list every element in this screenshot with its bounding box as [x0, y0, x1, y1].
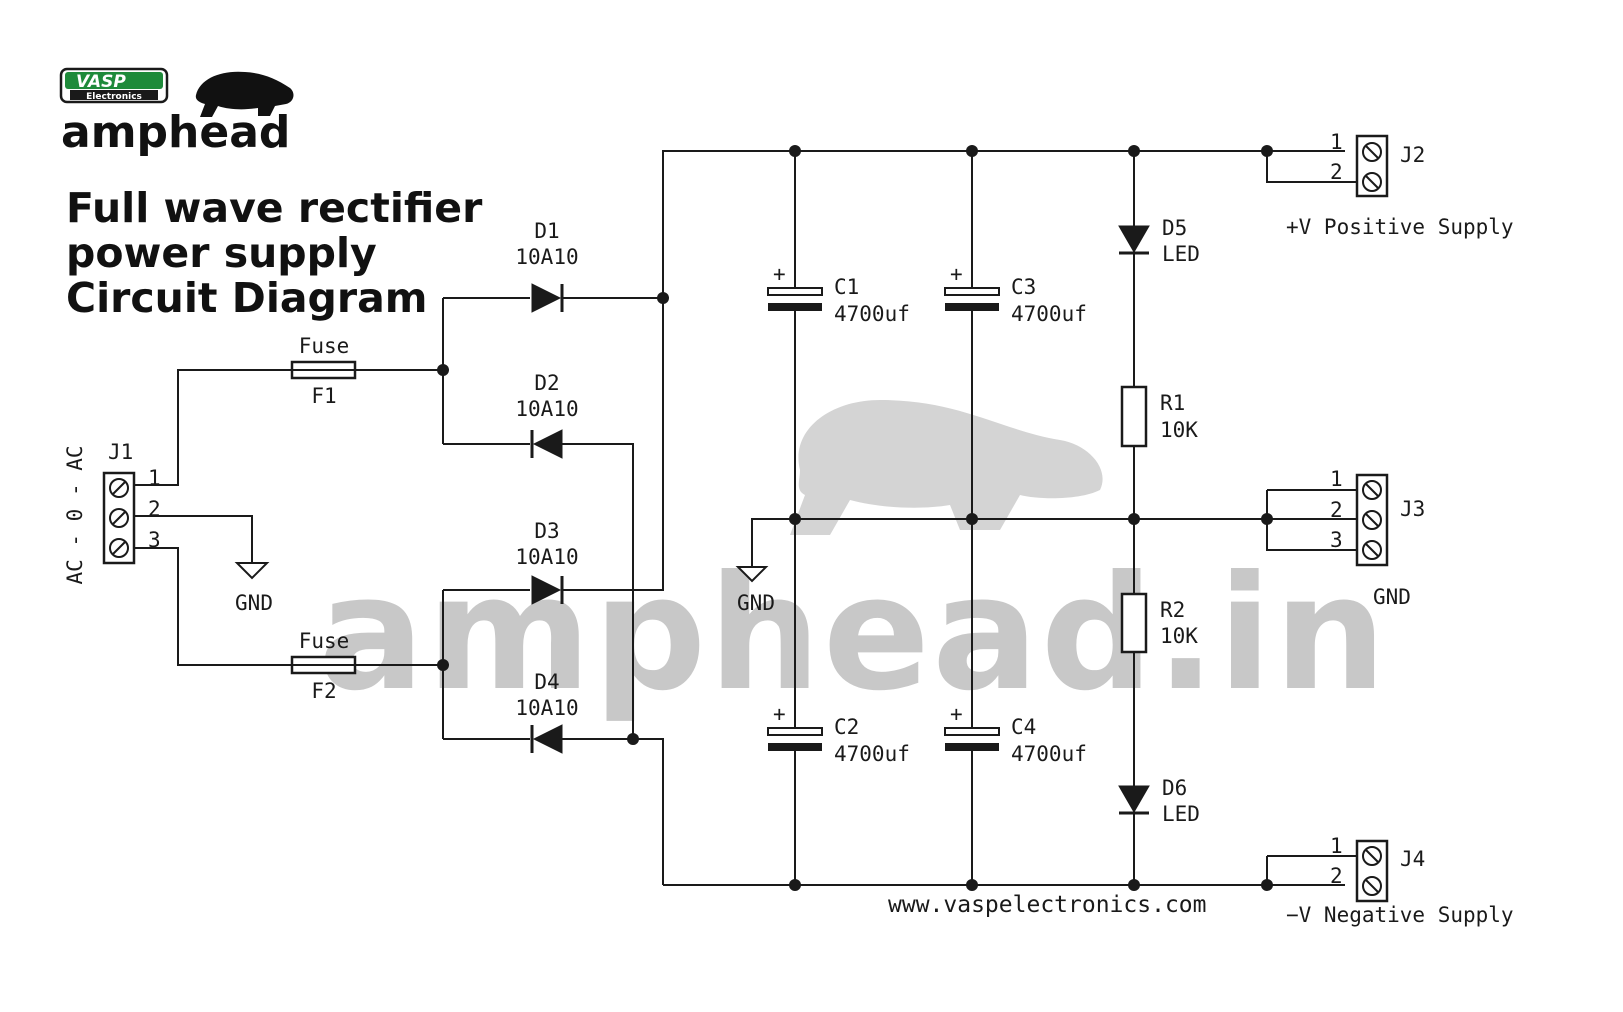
page-title: Full wave rectifier power supply Circuit…	[66, 184, 483, 322]
ground-symbol-left: GND	[234, 562, 273, 615]
diode-d4-ref: D4	[534, 670, 559, 694]
diode-d2-value: 10A10	[515, 397, 578, 421]
diode-d3: D3 10A10	[515, 519, 579, 605]
brand-text: amphead	[61, 107, 290, 158]
connector-j2: 1 2 J2 +V Positive Supply	[1286, 130, 1514, 239]
diode-d1-value: 10A10	[515, 245, 578, 269]
vasp-text: VASP	[76, 72, 126, 92]
resistor-r2-value: 10K	[1160, 624, 1198, 648]
j2-desc: +V Positive Supply	[1286, 215, 1514, 239]
website-url: www.vaspelectronics.com	[888, 892, 1207, 918]
j3-ref: J3	[1400, 497, 1425, 521]
screw-terminal-icon	[1362, 480, 1382, 560]
led-d5: D5 LED	[1118, 216, 1200, 266]
resistor-r1-value: 10K	[1160, 418, 1198, 442]
j4-pin1: 1	[1330, 834, 1343, 858]
diode-d1-ref: D1	[534, 219, 559, 243]
capacitor-c1-value: 4700uf	[834, 302, 910, 326]
j4-pin2: 2	[1330, 864, 1343, 888]
j2-pin2: 2	[1330, 160, 1343, 184]
title-line-2: power supply	[66, 229, 377, 277]
resistor-r2: R2 10K	[1120, 592, 1198, 654]
diode-d4-value: 10A10	[515, 696, 578, 720]
resistor-r2-ref: R2	[1160, 598, 1185, 622]
capacitor-c2-polarity: +	[773, 702, 786, 726]
screw-terminal-icon	[1362, 846, 1382, 896]
screw-terminal-icon	[1362, 142, 1382, 192]
capacitor-c3-polarity: +	[950, 262, 963, 286]
diode-d3-ref: D3	[534, 519, 559, 543]
capacitor-c3-ref: C3	[1011, 275, 1036, 299]
j2-ref: J2	[1400, 143, 1425, 167]
title-line-3: Circuit Diagram	[66, 274, 428, 322]
j1-pin1: 1	[148, 466, 161, 490]
diode-d3-value: 10A10	[515, 545, 578, 569]
j2-pin1: 1	[1330, 130, 1343, 154]
watermark-text: amphead.in	[318, 542, 1388, 726]
resistor-r1-ref: R1	[1160, 391, 1185, 415]
ground-symbol-center: GND	[735, 566, 775, 615]
capacitor-c4-polarity: +	[950, 702, 963, 726]
j3-pin2: 2	[1330, 498, 1343, 522]
resistor-r1: R1 10K	[1120, 385, 1198, 448]
led-d5-value: LED	[1162, 242, 1200, 266]
connector-j3: 1 2 3 J3 GND	[1330, 467, 1425, 609]
title-line-1: Full wave rectifier	[66, 184, 483, 232]
capacitor-c1-ref: C1	[834, 275, 859, 299]
capacitor-c4-value: 4700uf	[1011, 742, 1087, 766]
diode-d2: D2 10A10	[515, 371, 579, 459]
capacitor-c4-ref: C4	[1011, 715, 1036, 739]
logo: VASP Electronics amphead	[59, 67, 294, 158]
fuse-f2-label: Fuse	[299, 629, 350, 653]
capacitor-c2-ref: C2	[834, 715, 859, 739]
gnd-label-left: GND	[235, 591, 273, 615]
watermark-badger-icon	[790, 400, 1103, 535]
fuse-f2: Fuse F2	[290, 629, 357, 703]
j3-desc: GND	[1373, 585, 1411, 609]
j4-desc: −V Negative Supply	[1286, 903, 1514, 927]
capacitor-c2: + C2 4700uf	[767, 702, 910, 766]
j1-ref: J1	[108, 440, 133, 464]
honey-badger-icon	[195, 71, 294, 117]
connector-j4: 1 2 J4 −V Negative Supply	[1286, 834, 1514, 927]
diode-d1: D1 10A10	[515, 219, 579, 313]
led-d6-value: LED	[1162, 802, 1200, 826]
vasp-subtext: Electronics	[86, 92, 142, 102]
fuse-f1: Fuse F1	[290, 334, 357, 408]
fuse-f2-ref: F2	[311, 679, 336, 703]
capacitor-c1-polarity: +	[773, 262, 786, 286]
j1-pin3: 3	[148, 528, 161, 552]
capacitor-c1: + C1 4700uf	[767, 262, 910, 326]
gnd-label-center: GND	[737, 591, 775, 615]
j3-pin3: 3	[1330, 528, 1343, 552]
watermark: amphead.in	[318, 400, 1388, 726]
capacitor-c4: + C4 4700uf	[944, 702, 1087, 766]
j1-pin2: 2	[148, 497, 161, 521]
diode-d4: D4 10A10	[515, 670, 579, 754]
capacitor-c2-value: 4700uf	[834, 742, 910, 766]
capacitor-c3: + C3 4700uf	[944, 262, 1087, 326]
led-d5-ref: D5	[1162, 216, 1187, 240]
led-d6: D6 LED	[1118, 776, 1200, 826]
ac-label: AC - 0 - AC	[63, 445, 87, 584]
wires	[133, 150, 1357, 886]
junction-dots	[437, 145, 1273, 891]
j3-pin1: 1	[1330, 467, 1343, 491]
capacitor-c3-value: 4700uf	[1011, 302, 1087, 326]
j4-ref: J4	[1400, 847, 1425, 871]
fuse-f1-label: Fuse	[299, 334, 350, 358]
led-d6-ref: D6	[1162, 776, 1187, 800]
diode-d2-ref: D2	[534, 371, 559, 395]
screw-terminal-icon	[109, 478, 129, 558]
connector-j1: J1 1 2 3 AC - 0 - AC	[63, 440, 161, 585]
fuse-f1-ref: F1	[311, 384, 336, 408]
